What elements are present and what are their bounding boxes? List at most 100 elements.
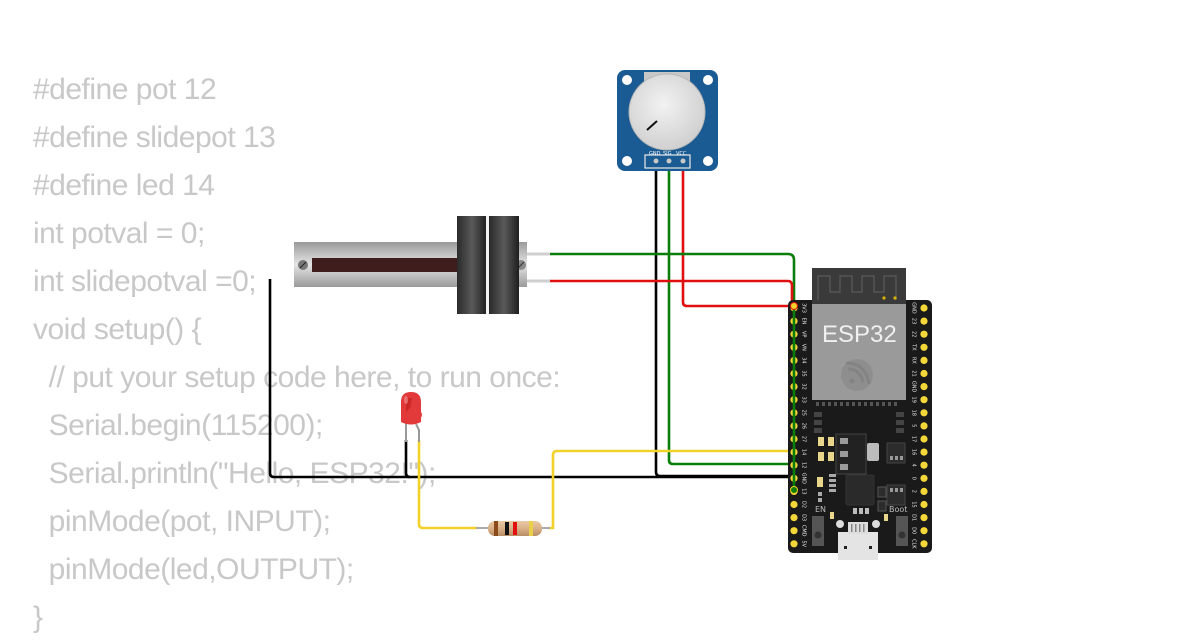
pin-label: 34: [801, 357, 807, 363]
wire-red-slidepot-vcc[interactable]: [550, 279, 794, 306]
boot-label: Boot: [889, 505, 907, 514]
header-pin-right-19[interactable]: [920, 396, 928, 404]
pin-label: 15: [911, 501, 917, 507]
header-pin-right-gnd[interactable]: [920, 304, 928, 312]
pin-label: GND: [911, 302, 917, 314]
code-line: #define slidepot 13: [33, 121, 276, 154]
header-pin-left-cmd[interactable]: [790, 527, 798, 535]
header-pin-right-17[interactable]: [920, 435, 928, 443]
pin-label: 16: [911, 449, 917, 455]
band-black: [505, 522, 509, 535]
code-line: // put your setup code here, to run once…: [33, 361, 561, 394]
code-line: Serial.begin(115200);: [33, 409, 324, 442]
pin-label: TX: [911, 343, 917, 351]
pin-label: D1: [911, 514, 917, 521]
header-pin-left-d2[interactable]: [790, 500, 798, 509]
wire-green-slidepot-sig[interactable]: [550, 252, 796, 490]
pot-pin-gnd-label: GND: [649, 151, 661, 157]
wire-black-pot-gnd[interactable]: [654, 160, 794, 478]
header-pin-right-0[interactable]: [920, 474, 928, 482]
wires: [268, 160, 796, 530]
pin-label: 2: [911, 490, 917, 493]
pin-label: RX: [911, 357, 917, 364]
pin-label: D2: [801, 501, 807, 508]
pin-label: D0: [911, 527, 917, 534]
code-listing: #define pot 12#define slidepot 13#define…: [33, 66, 561, 642]
pin-label: 4: [911, 464, 917, 467]
slider-handle[interactable]: [457, 216, 519, 314]
wire-green-pot-sig[interactable]: [667, 160, 794, 466]
slide-potentiometer[interactable]: [294, 216, 550, 314]
rotary-knob[interactable]: [628, 73, 706, 151]
pin-label: 18: [911, 410, 917, 416]
header-pin-right-rx[interactable]: [920, 356, 928, 364]
code-line: pinMode(led,OUTPUT);: [33, 553, 355, 586]
pin-label: 17: [911, 436, 917, 442]
header-pin-right-clk[interactable]: [920, 540, 928, 548]
pin-label: 22: [911, 331, 917, 337]
pin-label: VP: [801, 331, 807, 337]
header-pin-right-2[interactable]: [920, 487, 928, 495]
header-pin-right-18[interactable]: [920, 409, 928, 417]
pin-label: EN: [801, 318, 807, 325]
pin-label: 33: [801, 397, 807, 403]
en-label: EN: [815, 505, 826, 514]
band-gold: [529, 521, 533, 536]
pin-label: 13: [801, 488, 807, 494]
pin-label: 5V: [801, 540, 807, 547]
header-pin-left-5v[interactable]: [790, 540, 798, 548]
band-red: [513, 522, 517, 535]
header-pin-right-tx[interactable]: [920, 343, 928, 351]
pin-label: 35: [801, 370, 807, 376]
pin-label: 14: [801, 449, 807, 455]
header-pin-right-15[interactable]: [920, 500, 928, 509]
wire-red-pot-vcc[interactable]: [681, 160, 794, 308]
wire-black-led-gnd[interactable]: [404, 440, 411, 479]
header-pin-right-5[interactable]: [920, 422, 928, 430]
pin-3v3-connection: [790, 302, 798, 310]
band-brown: [494, 521, 498, 536]
micro-usb-port: [836, 520, 880, 560]
code-line: int potval = 0;: [33, 217, 205, 250]
header-pin-right-23[interactable]: [920, 317, 928, 325]
esp32-label: ESP32: [822, 321, 897, 348]
pin-label: 5: [911, 424, 917, 427]
pin-label: 26: [801, 423, 807, 429]
pin-label: GND: [911, 381, 917, 393]
pin-label: 19: [911, 397, 917, 403]
esp32-board[interactable]: ESP32: [788, 268, 932, 560]
en-button[interactable]: [812, 516, 824, 546]
header-pin-right-16[interactable]: [920, 448, 928, 456]
header-pin-right-22[interactable]: [920, 330, 928, 338]
esp32-module-shield: [812, 304, 906, 400]
espressif-logo-icon: [841, 359, 873, 391]
boot-button[interactable]: [896, 516, 908, 546]
code-line: }: [33, 601, 43, 634]
header-pin-right-21[interactable]: [920, 369, 928, 378]
resistor[interactable]: [476, 521, 550, 536]
header-pin-right-d0[interactable]: [920, 527, 928, 535]
header-pin-right-d1[interactable]: [920, 514, 928, 522]
pin-label: 27: [801, 436, 807, 442]
code-line: int slidepotval =0;: [33, 265, 257, 298]
pin-label: CLK: [911, 539, 917, 549]
wire-black-slidepot-gnd[interactable]: [268, 279, 794, 479]
pot-pin-sig-label: SIG: [663, 151, 672, 157]
slider-track: [312, 258, 462, 272]
pin-label: D3: [801, 514, 807, 521]
code-line: #define pot 12: [33, 73, 217, 106]
pin-label: 12: [801, 462, 807, 468]
wire-yellow-resistor-pin14[interactable]: [548, 449, 794, 530]
wire-yellow-led-resistor[interactable]: [417, 440, 478, 530]
header-pin-right-4[interactable]: [920, 461, 928, 469]
pin-label: 0: [911, 477, 917, 480]
code-line: pinMode(pot, INPUT);: [33, 505, 331, 538]
rotary-potentiometer[interactable]: GND SIG VCC: [617, 70, 718, 171]
code-line: Serial.println("Hello, ESP32!");: [33, 457, 437, 490]
header-pin-left-d3[interactable]: [790, 514, 798, 522]
header-pin-right-gnd[interactable]: [920, 383, 928, 391]
pin-label: 32: [801, 383, 807, 389]
led-red[interactable]: [401, 392, 422, 442]
